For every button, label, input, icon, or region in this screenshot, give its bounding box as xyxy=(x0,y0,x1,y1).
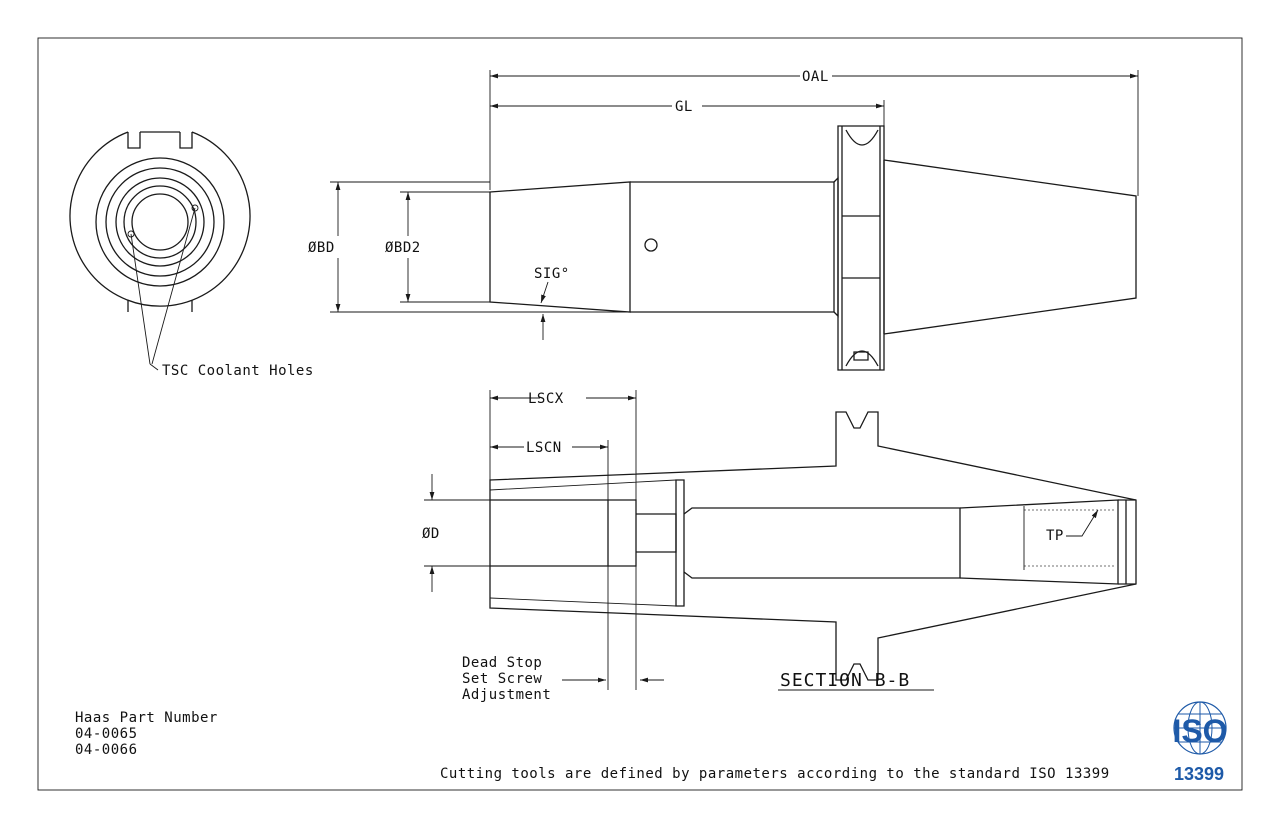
bd2-label: ØBD2 xyxy=(385,240,421,256)
iso-logo: ISO 13399 xyxy=(1172,701,1228,784)
part-number-title: Haas Part Number xyxy=(75,710,218,726)
dead-stop-line-1: Dead Stop xyxy=(462,655,542,671)
iso-footer-note: Cutting tools are defined by parameters … xyxy=(440,766,1110,782)
iso-logo-word: ISO xyxy=(1172,713,1227,749)
section-view xyxy=(424,390,1137,691)
gl-label: GL xyxy=(675,99,693,115)
iso-logo-number: 13399 xyxy=(1174,764,1224,784)
lscx-label: LSCX xyxy=(528,391,564,407)
dead-stop-line-3: Adjustment xyxy=(462,687,551,703)
tsc-coolant-holes-label: TSC Coolant Holes xyxy=(162,363,314,379)
section-title: SECTION B-B xyxy=(780,670,910,691)
oal-label: OAL xyxy=(802,69,829,85)
side-view xyxy=(330,70,1139,371)
d-label: ØD xyxy=(422,526,440,542)
lscn-label: LSCN xyxy=(526,440,562,456)
tp-label: TP xyxy=(1046,528,1064,544)
globe-icon xyxy=(1173,701,1227,755)
dead-stop-line-2: Set Screw xyxy=(462,671,542,687)
part-number-2: 04-0066 xyxy=(75,742,138,758)
end-view xyxy=(69,131,251,371)
part-number-1: 04-0065 xyxy=(75,726,138,742)
bd-label: ØBD xyxy=(308,240,335,256)
sheet-border xyxy=(37,37,1243,791)
sig-label: SIG° xyxy=(534,266,570,282)
